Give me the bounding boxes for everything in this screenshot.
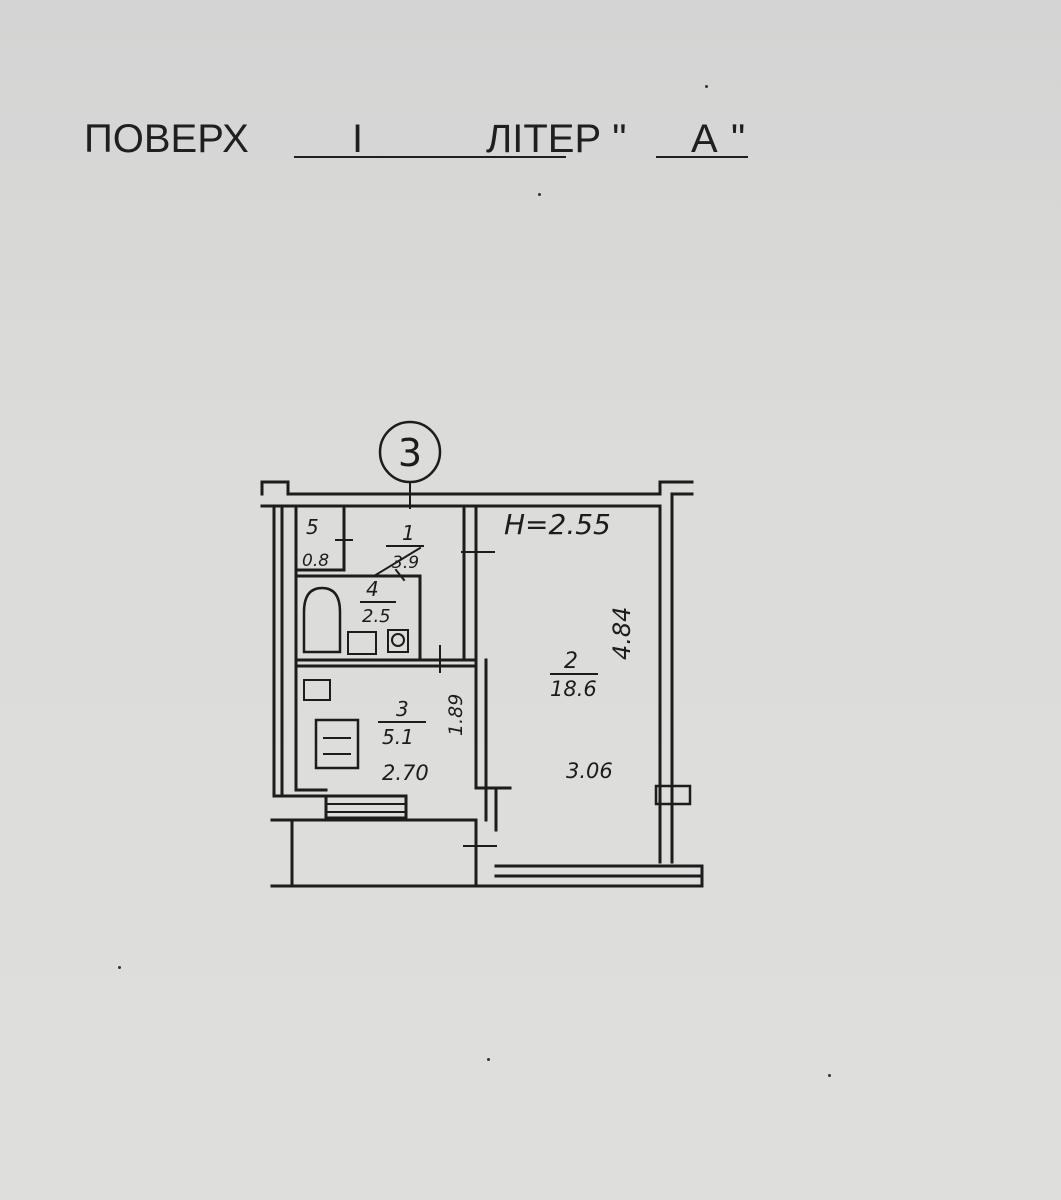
right-wall bbox=[658, 492, 674, 864]
room3-depth: 1.89 bbox=[445, 694, 467, 736]
door-swing bbox=[372, 546, 422, 578]
letter-value: А bbox=[691, 117, 718, 161]
partition-wall bbox=[461, 504, 512, 832]
pantry-wall bbox=[294, 504, 353, 572]
paper-speck bbox=[705, 85, 708, 88]
room3-number: 3 bbox=[396, 697, 409, 721]
room5-number: 5 bbox=[306, 515, 319, 539]
bottom-wall bbox=[488, 864, 704, 888]
room2-length: 4.84 bbox=[608, 607, 636, 660]
apartment-number: 3 bbox=[398, 431, 422, 475]
floor-label: ПОВЕРХ bbox=[84, 117, 249, 161]
letter-underline bbox=[656, 156, 748, 158]
room2-number: 2 bbox=[564, 649, 578, 674]
room4-area: 2.5 bbox=[362, 606, 391, 627]
room2-width: 3.06 bbox=[566, 759, 613, 783]
bathtub-icon bbox=[302, 586, 342, 654]
paper-speck bbox=[828, 1074, 831, 1077]
top-wall bbox=[260, 480, 694, 508]
room3-area: 5.1 bbox=[382, 725, 414, 749]
room5-area: 0.8 bbox=[302, 551, 329, 571]
room3-width: 2.70 bbox=[382, 761, 429, 785]
letter-close: " bbox=[731, 117, 746, 161]
room1-area: 3.9 bbox=[392, 553, 419, 573]
letter-label: ЛІТЕР " bbox=[486, 117, 627, 161]
bathroom-wall bbox=[294, 574, 478, 673]
sink-icon bbox=[347, 631, 377, 655]
radiator bbox=[654, 784, 692, 806]
ceiling-height: H=2.55 bbox=[504, 508, 611, 541]
floor-value: I bbox=[352, 117, 364, 161]
balcony bbox=[270, 794, 497, 888]
room2-area: 18.6 bbox=[550, 677, 597, 701]
toilet-icon bbox=[387, 629, 409, 653]
paper-speck bbox=[487, 1058, 490, 1061]
left-wall bbox=[272, 504, 328, 798]
fridge-icon bbox=[303, 679, 331, 701]
room1-number: 1 bbox=[402, 521, 415, 545]
room4-number: 4 bbox=[366, 577, 379, 601]
door-swing-2 bbox=[394, 568, 406, 582]
floor-header: ПОВЕРХ I ЛІТЕР " А " bbox=[84, 114, 784, 164]
paper-speck bbox=[538, 193, 541, 196]
paper-speck bbox=[118, 966, 121, 969]
stove-icon bbox=[314, 718, 360, 770]
floor-underline bbox=[294, 156, 566, 158]
